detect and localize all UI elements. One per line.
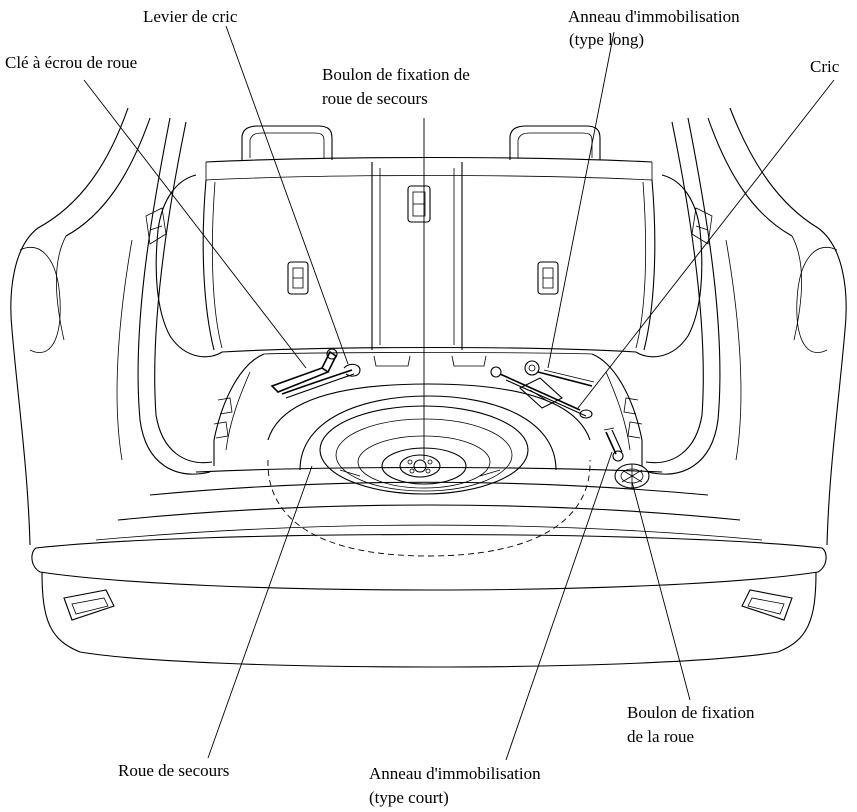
- lug-wrench: [270, 348, 338, 393]
- seat-latch-left: [287, 261, 309, 295]
- label-levier-de-cric: Levier de cric: [143, 7, 238, 26]
- label-boulon-secours-line2: roue de secours: [322, 89, 428, 108]
- towing-eye-short: [603, 427, 624, 462]
- label-anneau-long-line1: Anneau d'immobilisation: [568, 7, 740, 26]
- label-cric: Cric: [810, 57, 840, 76]
- rear-seat-backs: [145, 125, 713, 358]
- label-boulon-secours-line1: Boulon de fixation de: [322, 65, 470, 84]
- wheel-bolt-holder: [614, 463, 650, 489]
- leader-lines: [83, 25, 835, 761]
- label-roue-secours: Roue de secours: [118, 761, 229, 780]
- labels: Levier de cric Anneau d'immobilisation (…: [5, 7, 840, 807]
- floor-tray: [213, 352, 643, 466]
- seat-latch-center: [407, 185, 431, 223]
- label-anneau-court-line1: Anneau d'immobilisation: [369, 764, 541, 783]
- jack: [490, 366, 593, 419]
- vehicle-body: [10, 107, 847, 668]
- label-cle-ecrou: Clé à écrou de roue: [5, 53, 137, 72]
- label-boulon-roue-line2: de la roue: [627, 727, 694, 746]
- jack-handle: [281, 363, 361, 399]
- towing-eye-long: [524, 360, 595, 387]
- label-anneau-court-line2: (type court): [369, 788, 449, 807]
- seat-latch-right: [537, 261, 559, 295]
- spare-wheel: [267, 383, 591, 557]
- label-boulon-roue-line1: Boulon de fixation: [627, 703, 755, 722]
- label-anneau-long-line2: (type long): [569, 30, 644, 49]
